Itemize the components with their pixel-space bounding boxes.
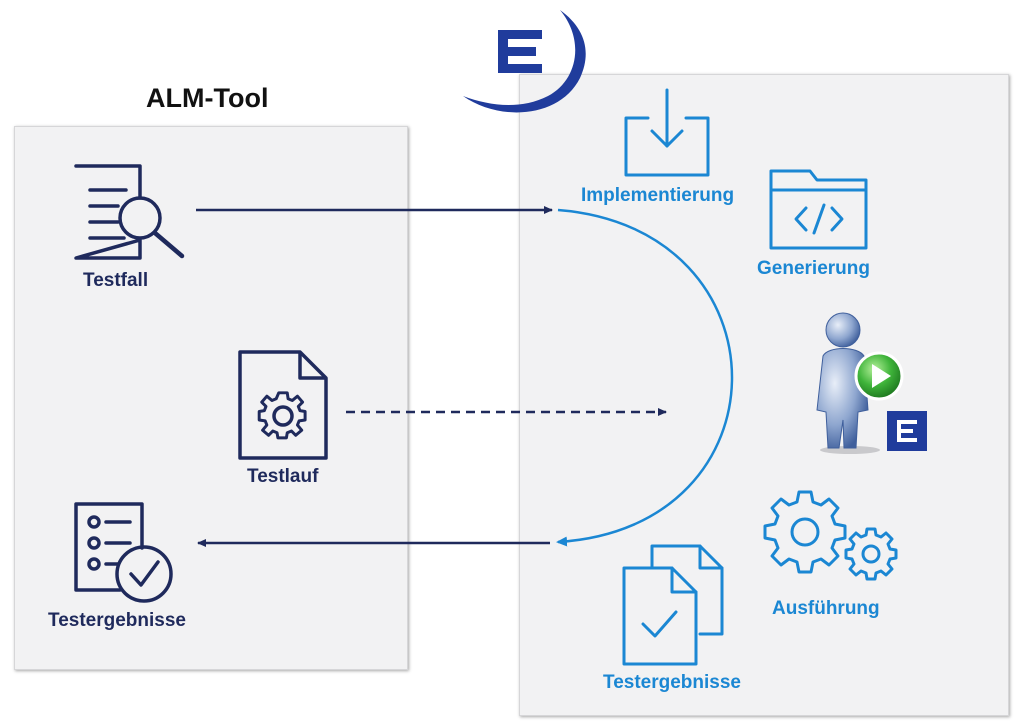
code-folder-icon xyxy=(769,169,868,250)
testergebnisse-right-label: Testergebnisse xyxy=(603,672,741,693)
download-tray-icon xyxy=(624,88,710,177)
checklist-check-icon xyxy=(74,502,173,603)
testfall-label: Testfall xyxy=(83,270,149,291)
ausfuehrung-label: Ausführung xyxy=(772,598,880,619)
implementierung-label: Implementierung xyxy=(581,185,735,206)
alm-tool-title: ALM-Tool xyxy=(146,83,269,113)
alm-tool-panel xyxy=(14,126,408,670)
gears-icon xyxy=(763,490,898,581)
testergebnisse-left-label: Testergebnisse xyxy=(48,610,186,631)
process-arc xyxy=(556,208,734,547)
documents-check-icon xyxy=(622,544,724,666)
generierung-label: Generierung xyxy=(757,258,870,279)
logo-icon xyxy=(463,10,586,113)
user-play-icon xyxy=(816,312,927,454)
document-search-icon xyxy=(74,164,185,260)
automation-panel xyxy=(519,74,1009,716)
testlauf-label: Testlauf xyxy=(247,466,319,487)
gear-document-icon xyxy=(238,350,328,460)
